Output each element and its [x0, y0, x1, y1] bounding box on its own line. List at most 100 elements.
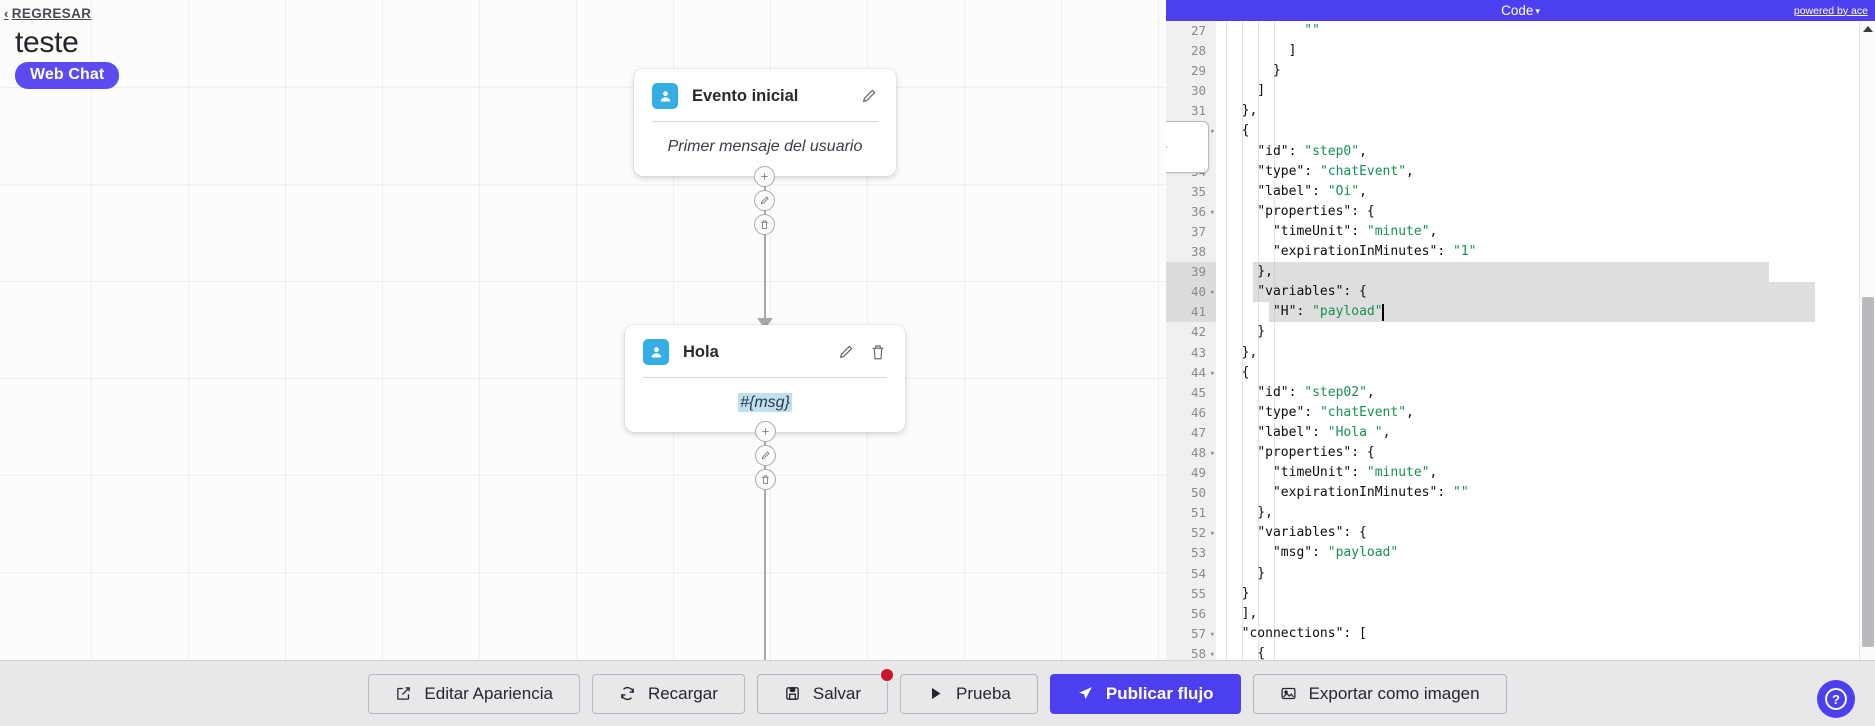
code-line[interactable]: 46 "type": "chatEvent",	[1166, 402, 1875, 423]
flow-canvas[interactable]: ‹ REGRESAR teste Web Chat Evento inicial…	[0, 0, 1166, 660]
scroll-up-arrow-icon[interactable]	[1863, 26, 1873, 32]
code-selection	[1253, 282, 1815, 303]
code-line-text: "id": "step0",	[1257, 143, 1367, 159]
code-line[interactable]: 35 "label": "Oi",	[1166, 181, 1875, 202]
code-line[interactable]: 45 "id": "step02",	[1166, 382, 1875, 403]
code-line-text: }	[1226, 565, 1266, 581]
code-gutter-line-number: 58▾	[1166, 643, 1216, 660]
code-fold-arrow-icon[interactable]: ▾	[1209, 448, 1215, 459]
plus-icon[interactable]	[754, 166, 775, 187]
code-line[interactable]: 44▾ {	[1166, 362, 1875, 383]
code-line[interactable]: 40▾ "variables": {	[1166, 282, 1875, 303]
code-gutter-line-number: 50	[1166, 483, 1216, 504]
button-label: Salvar	[812, 683, 862, 703]
code-line[interactable]: 52▾ "variables": {	[1166, 523, 1875, 544]
code-line[interactable]: 53 "msg": "payload"	[1166, 543, 1875, 564]
code-gutter-line-number: 38	[1166, 242, 1216, 263]
code-line[interactable]: 28 ]	[1166, 41, 1875, 62]
code-gutter-line-number: 41	[1166, 302, 1216, 323]
editar-apariencia-button[interactable]: Editar Apariencia	[368, 673, 580, 714]
back-link-label: REGRESAR	[11, 6, 92, 21]
code-line-text: "variables": {	[1257, 284, 1367, 300]
flow-node-evento-inicial[interactable]: Evento inicial Primer mensaje del usuari…	[634, 69, 896, 176]
code-editor-scrollbar[interactable]	[1859, 21, 1875, 660]
code-line[interactable]: 48▾ "properties": {	[1166, 442, 1875, 464]
publicar-flujo-button[interactable]: Publicar flujo	[1049, 673, 1241, 714]
code-editor-content[interactable]: 27 ""28 ]29 }30 ]31 },32▾ {33 "id": "ste…	[1166, 21, 1875, 660]
code-editor-panel[interactable]: Code▾ powered by ace 27 ""28 ]29 }30 ]31…	[1166, 0, 1875, 660]
edit-icon[interactable]	[860, 87, 878, 105]
prueba-button[interactable]: Prueba	[900, 673, 1038, 714]
code-line[interactable]: 33 "id": "step0",	[1166, 141, 1875, 162]
text-cursor	[1382, 304, 1384, 322]
code-fold-arrow-icon[interactable]: ▾	[1209, 368, 1215, 379]
code-fold-toggle-button[interactable]	[1166, 121, 1209, 173]
code-line[interactable]: 55 }	[1166, 583, 1875, 604]
code-line[interactable]: 32▾ {	[1166, 121, 1875, 142]
trash-icon[interactable]	[869, 343, 887, 361]
code-line-text: ]	[1226, 83, 1266, 99]
code-line[interactable]: 27 ""	[1166, 21, 1875, 42]
code-line-text: "type": "chatEvent",	[1257, 163, 1414, 179]
code-line[interactable]: 56 ],	[1166, 603, 1875, 624]
code-line-text: "timeUnit": "minute",	[1272, 223, 1438, 239]
code-line[interactable]: 37 "timeUnit": "minute",	[1166, 221, 1875, 243]
exportar-como-imagen-button[interactable]: Exportar como imagen	[1252, 673, 1507, 714]
code-line[interactable]: 29 }	[1166, 61, 1875, 82]
code-gutter-line-number: 56	[1166, 603, 1216, 624]
scrollbar-thumb[interactable]	[1862, 297, 1874, 647]
plus-icon[interactable]	[755, 421, 776, 442]
help-button[interactable]: ?	[1817, 680, 1855, 718]
code-line[interactable]: 36▾ "properties": {	[1166, 201, 1875, 222]
code-gutter-line-number: 43	[1166, 342, 1216, 363]
code-line[interactable]: 54 }	[1166, 563, 1875, 584]
code-line[interactable]: 42 }	[1166, 322, 1875, 343]
edit-icon[interactable]	[755, 445, 776, 466]
code-line-text: {	[1226, 364, 1250, 380]
code-fold-arrow-icon[interactable]: ▾	[1209, 529, 1215, 540]
code-line[interactable]: 34 "type": "chatEvent",	[1166, 161, 1875, 182]
code-line-text: "label": "Hola ",	[1257, 424, 1391, 440]
code-line[interactable]: 39 },	[1166, 262, 1875, 283]
code-line[interactable]: 51 },	[1166, 503, 1875, 524]
code-gutter-line-number: 48▾	[1166, 442, 1216, 464]
code-editor-title[interactable]: Code▾	[1166, 3, 1875, 18]
button-label: Prueba	[956, 683, 1011, 703]
flow-node-hola[interactable]: Hola #{msg}	[625, 325, 905, 432]
page-title: teste	[15, 26, 79, 59]
code-line-text: ""	[1304, 23, 1320, 38]
code-fold-arrow-icon[interactable]: ▾	[1209, 629, 1215, 640]
code-fold-arrow-icon[interactable]: ▾	[1209, 649, 1215, 660]
flow-node-body: Primer mensaje del usuario	[667, 138, 863, 155]
powered-by-link[interactable]: powered by ace	[1793, 4, 1868, 17]
code-line-text: "type": "chatEvent",	[1257, 404, 1414, 420]
code-fold-arrow-icon[interactable]: ▾	[1209, 127, 1215, 138]
code-gutter-line-number: 27	[1166, 21, 1216, 42]
code-line[interactable]: 49 "timeUnit": "minute",	[1166, 463, 1875, 484]
code-line[interactable]: 47 "label": "Hola ",	[1166, 422, 1875, 443]
code-line[interactable]: 50 "expirationInMinutes": ""	[1166, 483, 1875, 504]
recargar-button[interactable]: Recargar	[591, 673, 745, 714]
flow-edge-2	[764, 418, 766, 660]
trash-icon[interactable]	[754, 214, 775, 235]
code-line[interactable]: 43 },	[1166, 342, 1875, 363]
code-line[interactable]: 30 ]	[1166, 81, 1875, 102]
trash-icon[interactable]	[755, 469, 776, 490]
edit-icon[interactable]	[837, 343, 855, 361]
code-line[interactable]: 31 },	[1166, 101, 1875, 122]
code-gutter-line-number: 55	[1166, 583, 1216, 604]
salvar-button[interactable]: Salvar	[756, 667, 895, 714]
code-line[interactable]: 57▾ "connections": [	[1166, 623, 1875, 644]
back-link[interactable]: ‹ REGRESAR	[4, 6, 92, 21]
code-line[interactable]: 38 "expirationInMinutes": "1"	[1166, 242, 1875, 263]
code-line[interactable]: 41 "H": "payload"	[1166, 302, 1875, 323]
code-fold-arrow-icon[interactable]: ▾	[1209, 288, 1215, 299]
edit-icon[interactable]	[754, 190, 775, 211]
code-line-text: "label": "Oi",	[1257, 183, 1367, 199]
code-line-text: "id": "step02",	[1257, 384, 1375, 400]
code-line-text: ]	[1226, 43, 1297, 59]
flow-node-variable: #{msg}	[738, 393, 792, 412]
code-line[interactable]: 58▾ {	[1166, 643, 1875, 660]
code-fold-arrow-icon[interactable]: ▾	[1209, 207, 1215, 218]
play-icon	[927, 685, 944, 702]
